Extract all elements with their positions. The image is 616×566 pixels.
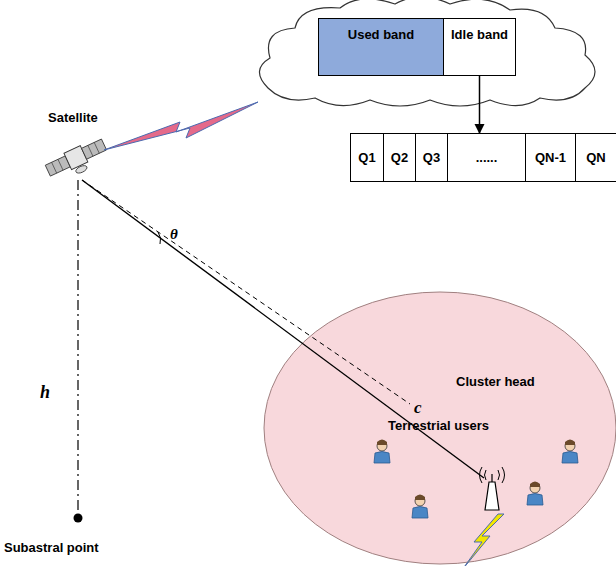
user-icon	[562, 440, 578, 464]
angle-label: θ	[170, 226, 178, 243]
user-icon	[374, 440, 390, 464]
height-line	[77, 180, 78, 516]
center-label: c	[414, 398, 422, 418]
queue-cell: Q1	[350, 133, 384, 182]
user-icon	[527, 482, 543, 506]
box-text: QN-1	[535, 150, 566, 165]
satellite-icon	[44, 136, 111, 185]
wireless-link	[462, 514, 504, 566]
queue-cell: QN-1	[525, 133, 576, 182]
queue-cell: ......	[447, 133, 526, 182]
height-label: h	[40, 382, 50, 403]
box-text: QN	[586, 150, 606, 165]
box-text: ......	[476, 150, 498, 165]
center-line	[82, 180, 410, 404]
cluster-region	[264, 292, 616, 564]
idle-band: Idle band	[443, 18, 516, 76]
angle-arc	[158, 232, 161, 244]
subastral-label: Subastral point	[4, 540, 99, 555]
wireless-link	[104, 102, 258, 150]
user-icon	[412, 495, 428, 519]
queue-cell: Q3	[415, 133, 448, 182]
cluster-head-label: Cluster head	[456, 374, 535, 389]
subastral-dot	[74, 514, 83, 523]
queue-cell: QN	[575, 133, 616, 182]
arrow-connector	[479, 76, 481, 133]
cloud	[259, 0, 595, 106]
cluster-head-icon	[480, 467, 505, 510]
used-band: Used band	[318, 18, 444, 76]
queue-cell: Q2	[383, 133, 416, 182]
box-text: Used band	[348, 27, 414, 42]
satellite-label: Satellite	[48, 110, 98, 125]
box-text: Q3	[423, 150, 440, 165]
box-text: Idle band	[451, 27, 508, 42]
box-text: Q1	[358, 150, 375, 165]
box-text: Q2	[391, 150, 408, 165]
users-label: Terrestrial users	[388, 418, 489, 433]
beam-line	[82, 180, 484, 478]
